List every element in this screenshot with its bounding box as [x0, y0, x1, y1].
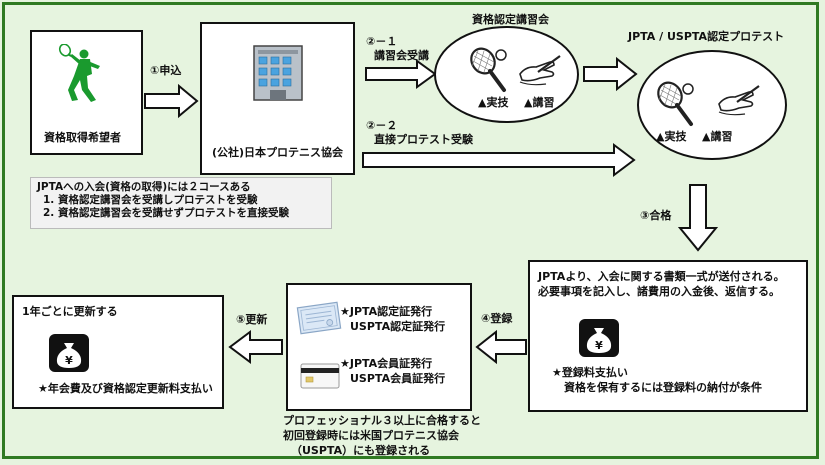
documents-line1: JPTAより、入会に関する書類一式が送付される。 — [538, 270, 785, 283]
member-card-icon — [300, 363, 340, 389]
certificate-icon — [296, 301, 342, 335]
register-arrow — [475, 329, 527, 365]
apply-arrow — [144, 83, 199, 119]
renew-fee: ★年会費及び資格認定更新料支払い — [38, 382, 213, 395]
card-line2: USPTA会員証発行 — [350, 372, 446, 385]
renewal-box: 1年ごとに更新する ¥ ★年会費及び資格認定更新料支払い — [12, 295, 224, 409]
building-icon — [253, 45, 303, 101]
path2-arrow — [362, 143, 636, 177]
protest-title: JPTA / USPTA認定プロテスト — [628, 30, 785, 43]
hand-writing-icon — [718, 85, 760, 116]
step-path1-number: ②－１ — [366, 35, 398, 48]
tennis-racket-icon — [657, 81, 694, 126]
seminar-to-protest-arrow — [583, 56, 638, 92]
path1-arrow — [365, 59, 437, 89]
card-line1: ★JPTA会員証発行 — [340, 357, 433, 370]
step-path2-label: 直接プロテスト受験 — [374, 133, 473, 146]
step-register-label: ④登録 — [481, 312, 513, 325]
uspta-note-line2: 初回登録時には米国プロテニス協会 — [283, 429, 459, 442]
svg-text:¥: ¥ — [65, 354, 73, 367]
cert-line2: USPTA認定証発行 — [350, 320, 446, 333]
step-apply-label: ①申込 — [150, 64, 182, 77]
documents-box: JPTAより、入会に関する書類一式が送付される。 必要事項を記入し、諸費用の入金… — [528, 260, 808, 412]
money-bag-icon: ¥ — [49, 334, 89, 372]
tennis-racket-icon — [470, 47, 507, 92]
cert-line1: ★JPTA認定証発行 — [340, 305, 433, 318]
courses-note-line2: 1. 資格認定講習会を受講しプロテストを受験 — [43, 194, 258, 206]
registration-fee-line2: 資格を保有するには登録料の納付が条件 — [564, 381, 762, 394]
courses-note-line1: JPTAへの入会(資格の取得)には２コースある — [37, 181, 251, 193]
seminar-title: 資格認定講習会 — [472, 13, 549, 26]
applicant-label: 資格取得希望者 — [44, 131, 121, 144]
tennis-player-icon — [58, 44, 100, 102]
renew-title: 1年ごとに更新する — [22, 305, 118, 318]
association-label: (公社)日本プロテニス協会 — [212, 146, 344, 159]
documents-line2: 必要事項を記入し、諸費用の入金後、返信する。 — [538, 285, 780, 298]
protest-lecture: ▲講習 — [702, 130, 733, 143]
renew-arrow — [228, 330, 283, 364]
association-box: (公社)日本プロテニス協会 — [200, 22, 355, 175]
step-pass-label: ③合格 — [640, 209, 672, 222]
hand-writing-icon — [519, 55, 561, 86]
money-bag-icon: ¥ — [579, 319, 619, 357]
svg-text:¥: ¥ — [595, 339, 603, 352]
step-renew-label: ⑤更新 — [236, 313, 268, 326]
step-path2-number: ②－２ — [366, 119, 398, 132]
seminar-practical: ▲実技 — [478, 96, 509, 109]
courses-note-line3: 2. 資格認定講習会を受講せずプロテストを直接受験 — [43, 207, 289, 219]
registration-fee-line1: ★登録料支払い — [552, 366, 628, 379]
protest-practical: ▲実技 — [656, 130, 687, 143]
pass-arrow — [677, 184, 719, 252]
uspta-note-line3: （USPTA）にも登録される — [291, 444, 431, 457]
courses-note: JPTAへの入会(資格の取得)には２コースある 1. 資格認定講習会を受講しプロ… — [30, 177, 332, 229]
seminar-circle: ▲実技 ▲講習 — [434, 26, 579, 123]
certificates-box: ★JPTA認定証発行 USPTA認定証発行 ★JPTA会員証発行 USPTA会員… — [286, 283, 472, 411]
uspta-note-line1: プロフェッショナル３以上に合格すると — [283, 414, 481, 427]
applicant-box: 資格取得希望者 — [30, 30, 143, 155]
seminar-lecture: ▲講習 — [524, 96, 555, 109]
step-path1-label: 講習会受講 — [374, 49, 429, 62]
protest-circle: ▲実技 ▲講習 — [637, 50, 787, 160]
